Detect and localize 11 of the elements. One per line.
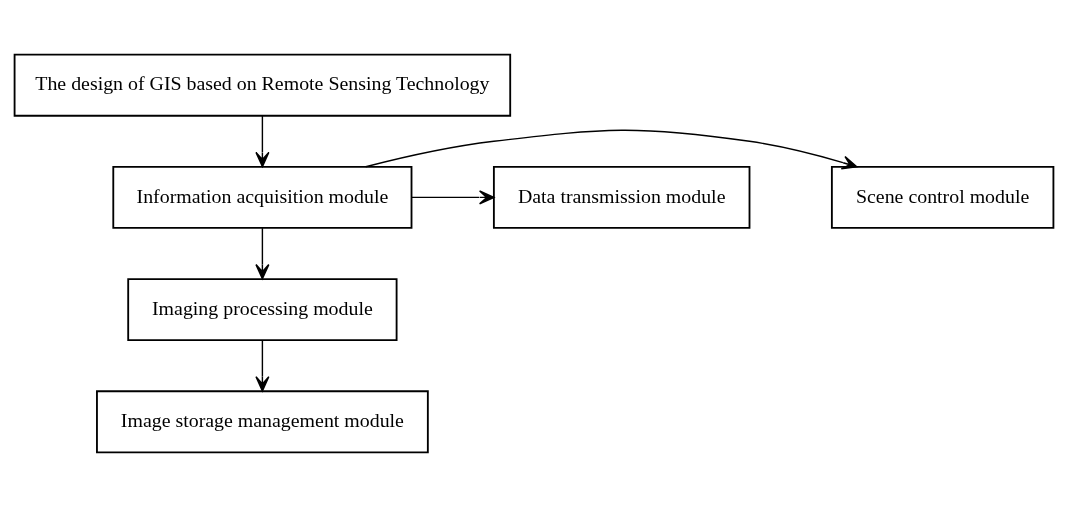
node-box: The design of GIS based on Remote Sensing Technology (13, 53, 512, 117)
arrow (411, 189, 495, 204)
node-box: Data transmission module (492, 165, 751, 229)
node-box: Imaging processing module (127, 277, 398, 341)
node-box: Scene control module (830, 165, 1055, 229)
node-box: Information acquisition module (112, 165, 413, 229)
arrow (255, 114, 270, 167)
arrow (365, 129, 858, 170)
arrow (255, 339, 270, 392)
node-box: Image storage management module (96, 389, 429, 453)
arrow (255, 226, 270, 279)
